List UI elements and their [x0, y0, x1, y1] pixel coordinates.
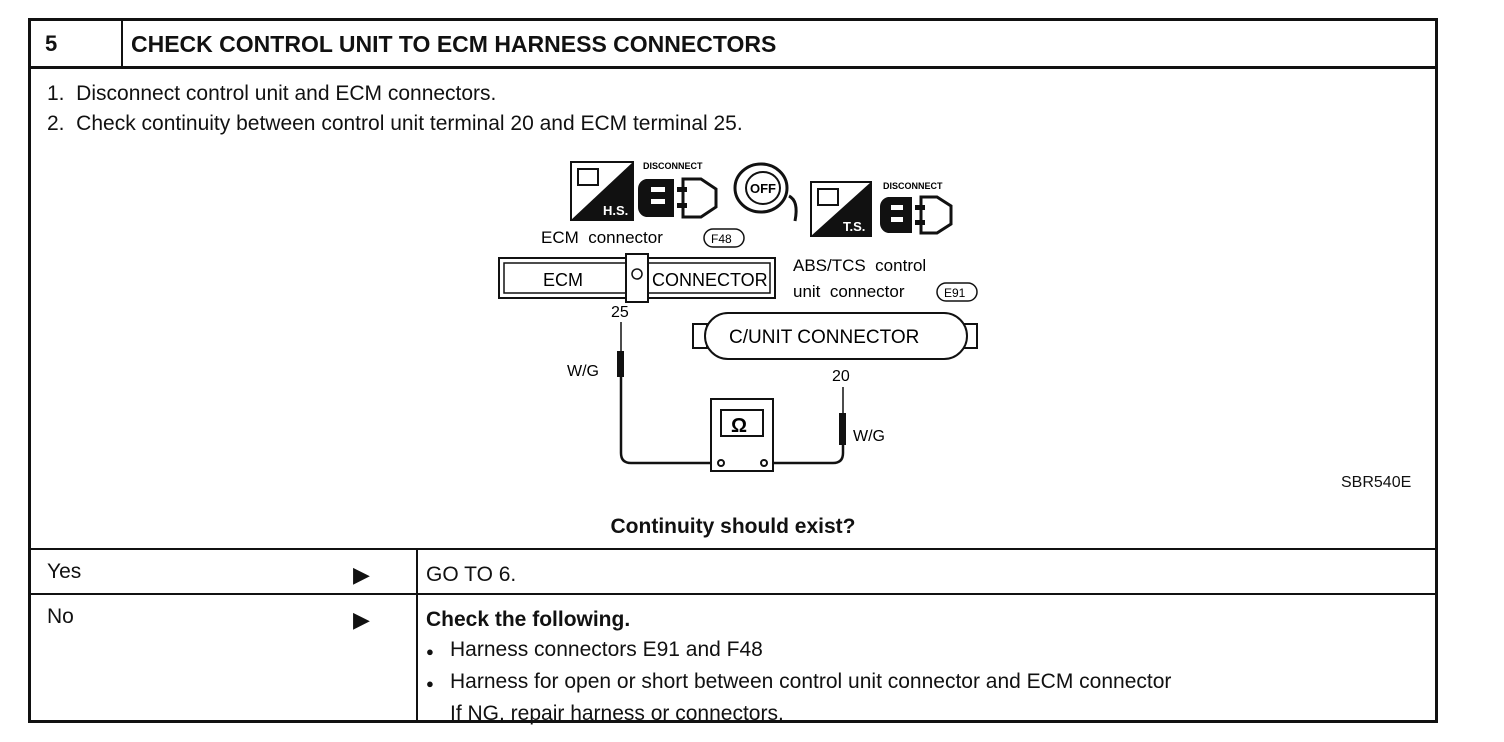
yes-result: GO TO 6. — [426, 563, 517, 586]
arrow-icon: ▶ — [353, 607, 370, 632]
ohm-symbol: Ω — [731, 415, 747, 437]
wire-color-left: W/G — [567, 363, 599, 380]
ts-inspection-icon: T.S. — [810, 181, 872, 237]
probe-wire-right — [764, 387, 846, 465]
no-row: No ▶ Check the following. ● Harness conne… — [31, 593, 1435, 725]
ecm-connector: ECM CONNECTOR — [498, 253, 776, 303]
no-condition: No — [47, 605, 74, 628]
step-number: 5 — [31, 21, 123, 66]
figure-code: SBR540E — [1341, 474, 1412, 491]
abs-label-line2: unit connector — [793, 282, 905, 301]
yes-condition: Yes — [47, 560, 82, 583]
ts-label: T.S. — [843, 219, 865, 234]
disconnect-connector-icon: DISCONNECT — [879, 181, 953, 235]
list-item: ● Harness connectors E91 and F48 — [426, 635, 1171, 667]
column-divider — [416, 595, 418, 723]
bullet-text: Harness connectors E91 and F48 — [450, 638, 763, 661]
instruction-step-1: 1. Disconnect control unit and ECM conne… — [47, 82, 497, 105]
bullet-icon: ● — [426, 644, 434, 659]
ecm-connector-code: F48 — [711, 232, 732, 246]
hs-label: H.S. — [603, 203, 628, 218]
repair-note: If NG, repair harness or connectors. — [450, 702, 784, 725]
disconnect-label-2: DISCONNECT — [883, 181, 943, 191]
step-title: CHECK CONTROL UNIT TO ECM HARNESS CONNEC… — [131, 31, 777, 57]
list-item: ● Harness for open or short between contr… — [426, 667, 1171, 699]
check-question: Continuity should exist? — [610, 515, 856, 538]
off-label: OFF — [750, 181, 776, 196]
hs-inspection-icon: H.S. — [570, 161, 634, 221]
yes-row: Yes ▶ GO TO 6. — [31, 548, 1435, 593]
cunit-terminal-number: 20 — [832, 368, 850, 385]
cunit-connector-label: C/UNIT CONNECTOR — [729, 327, 919, 348]
instruction-step-2: 2. Check continuity between control unit… — [47, 112, 743, 135]
ohmmeter-icon: Ω — [710, 398, 774, 472]
ignition-off-icon: OFF — [733, 162, 798, 222]
abs-connector-code: E91 — [944, 286, 966, 300]
ecm-terminal-number: 25 — [611, 304, 629, 321]
wiring-diagram: H.S. DISCONNECT OFF T.S. DISCONN — [498, 161, 978, 472]
instruction-list: 1. Disconnect control unit and ECM conne… — [47, 79, 743, 139]
procedure-table: 5 CHECK CONTROL UNIT TO ECM HARNESS CONN… — [28, 18, 1438, 725]
no-result: Check the following. ● Harness connectors… — [426, 605, 1171, 729]
ecm-connector-label: ECM connector — [541, 228, 663, 247]
no-result-heading: Check the following. — [426, 608, 631, 631]
probe-wire-left — [617, 322, 721, 465]
ecm-box-right-label: CONNECTOR — [652, 270, 768, 290]
ecm-box-left-label: ECM — [543, 270, 583, 290]
bullet-icon: ● — [426, 676, 434, 691]
column-divider — [416, 550, 418, 593]
cunit-connector: C/UNIT CONNECTOR — [692, 312, 978, 360]
wire-color-right: W/G — [853, 428, 885, 445]
bullet-text: Harness for open or short between contro… — [450, 670, 1172, 693]
disconnect-label-1: DISCONNECT — [643, 161, 703, 171]
step-header: 5 CHECK CONTROL UNIT TO ECM HARNESS CONN… — [31, 21, 1435, 69]
arrow-icon: ▶ — [353, 562, 370, 587]
disconnect-connector-icon: DISCONNECT — [637, 161, 718, 219]
abs-label-line1: ABS/TCS control — [793, 256, 926, 275]
